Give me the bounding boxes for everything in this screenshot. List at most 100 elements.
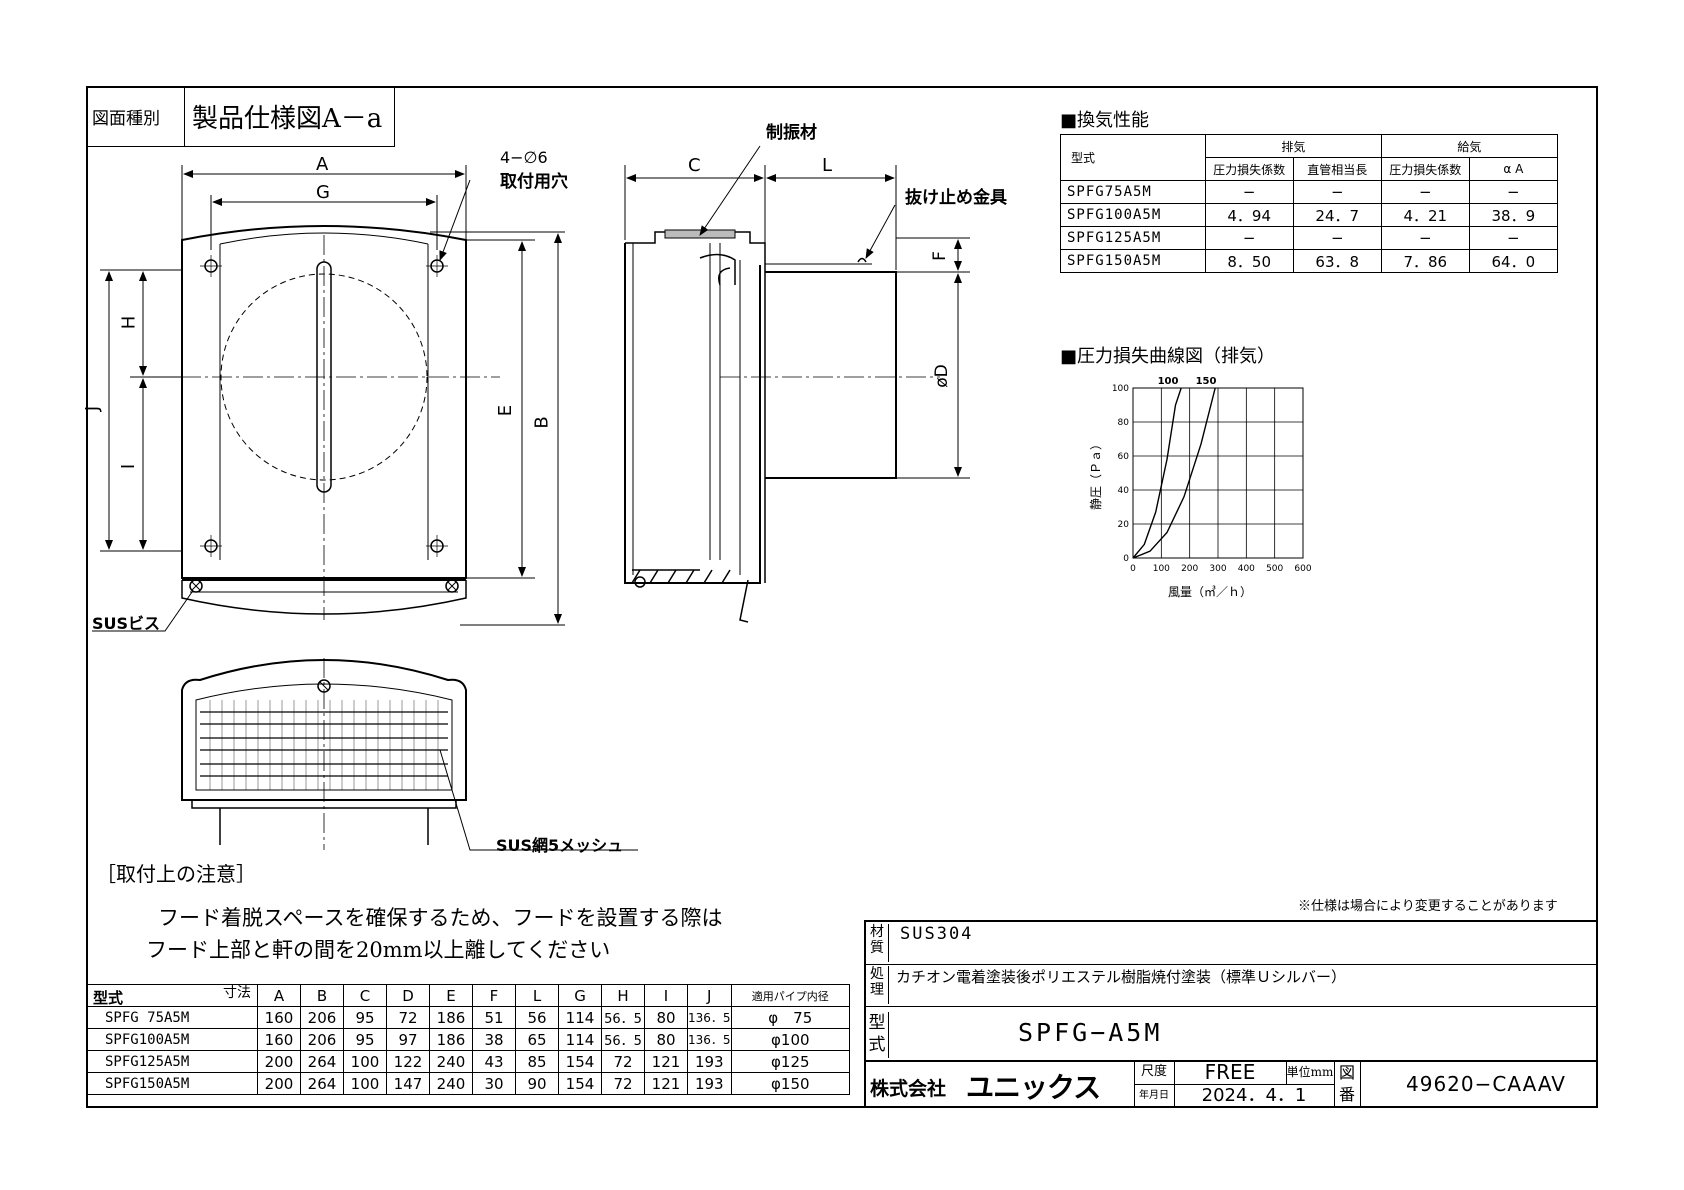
dims-cell: 200 <box>257 1050 301 1073</box>
drawing-type-value: 製品仕様図A－a <box>192 104 383 134</box>
perf-cell: − <box>1468 180 1559 204</box>
model-label: 型式 <box>866 1012 889 1058</box>
label-H: H <box>118 315 140 330</box>
company-cell: 株式会社 ユニックス <box>866 1060 1135 1108</box>
scale-label: 尺度 <box>1134 1060 1175 1085</box>
chart-y-tick: 60 <box>1118 452 1130 462</box>
chart-x-tick: 500 <box>1266 564 1283 574</box>
perf-cell: − <box>1380 226 1470 250</box>
front-view <box>92 165 565 632</box>
drawing-no-label: 図番 <box>1334 1062 1361 1108</box>
dims-cell: 154 <box>558 1072 602 1095</box>
label-A: A <box>316 154 329 175</box>
perf-cell: 4．94 <box>1204 203 1294 227</box>
dims-cell: SPFG100A5M <box>86 1028 258 1051</box>
dims-col-header: H <box>601 984 645 1007</box>
label-hole-count: 4−∅6 <box>500 148 548 167</box>
dims-cell: 206 <box>300 1006 344 1029</box>
chart-x-tick: 200 <box>1181 564 1198 574</box>
dims-cell: 147 <box>386 1072 430 1095</box>
label-E: E <box>495 404 517 417</box>
label-I: I <box>118 463 140 470</box>
chart-y-tick: 80 <box>1118 418 1130 428</box>
table-row: SPFG150A5M 8．50 63．8 7．86 64．0 <box>1060 249 1559 273</box>
table-row: SPFG100A5M 4．94 24．7 4．21 38．9 <box>1060 203 1559 227</box>
perf-cell: − <box>1380 180 1470 204</box>
chart-series <box>1132 387 1216 559</box>
date-label: 年月日 <box>1134 1084 1175 1108</box>
perf-cell: − <box>1468 226 1559 250</box>
dims-col-header: E <box>429 984 473 1007</box>
dims-cell: φ 75 <box>730 1006 851 1029</box>
company-prefix: 株式会社 <box>870 1078 947 1100</box>
series-150-label: 150 <box>1196 376 1217 387</box>
table-row: SPFG125A5M − − − − <box>1060 226 1559 250</box>
dims-cell: 100 <box>343 1072 387 1095</box>
company-logo: ユニックス <box>966 1071 1101 1104</box>
dims-cell: 65 <box>515 1028 559 1051</box>
perf-sub-header: 圧力損失係数 <box>1204 157 1294 181</box>
perf-cell: − <box>1292 180 1382 204</box>
dims-cell: 38 <box>472 1028 516 1051</box>
perf-cell: SPFG100A5M <box>1060 203 1206 227</box>
dims-cell: 100 <box>343 1050 387 1073</box>
finish-value: カチオン電着塗装後ポリエステル樹脂焼付塗装（標準Ｕシルバー） <box>896 968 1347 986</box>
dims-cell: 90 <box>515 1072 559 1095</box>
perf-group-supply: 給気 <box>1380 134 1559 158</box>
dims-cell: 51 <box>472 1006 516 1029</box>
label-L: L <box>822 155 833 176</box>
dims-cell: 264 <box>300 1050 344 1073</box>
dims-col-header: G <box>558 984 602 1007</box>
table-row: SPFG 75A5M 160 206 95 72 186 51 56 114 5… <box>86 1006 851 1029</box>
dims-cell: 136．5 <box>687 1006 732 1029</box>
dims-col-header: B <box>300 984 344 1007</box>
dims-corner-right: 寸法 <box>223 985 251 1001</box>
perf-cell: SPFG150A5M <box>1060 249 1206 273</box>
dims-cell: 95 <box>343 1028 387 1051</box>
unit-label: 単位mm <box>1286 1060 1335 1085</box>
perf-sub-header: α A <box>1468 157 1559 181</box>
dims-cell: 160 <box>257 1028 301 1051</box>
chart-x-tick: 300 <box>1209 564 1226 574</box>
perf-cell: SPFG125A5M <box>1060 226 1206 250</box>
chart-grid <box>1133 388 1303 558</box>
chart-x-tick: 0 <box>1130 564 1136 574</box>
dims-cell: 114 <box>558 1028 602 1051</box>
perf-cell: 4．21 <box>1380 203 1470 227</box>
spec-change-note: ※仕様は場合により変更することがあります <box>1298 899 1558 914</box>
dims-cell: 56 <box>515 1006 559 1029</box>
dims-cell: 186 <box>429 1028 473 1051</box>
perf-cell: 63．8 <box>1292 249 1382 273</box>
dims-cell: 43 <box>472 1050 516 1073</box>
performance-title: ■換気性能 <box>1060 110 1150 131</box>
perf-cell: − <box>1204 180 1294 204</box>
dimensions-table: 型式 寸法 A B C D E F L G H I J 適用パイプ内径 SPFG… <box>86 984 851 1095</box>
label-B: B <box>531 416 553 429</box>
drawing-frame <box>86 86 1598 1108</box>
chart-xlabel: 風量（㎥／ｈ） <box>1168 585 1252 599</box>
perf-cell: 24．7 <box>1292 203 1382 227</box>
label-J: J <box>82 405 104 412</box>
dims-col-header: A <box>257 984 301 1007</box>
perf-sub-header: 直管相当長 <box>1292 157 1382 181</box>
dims-corner: 型式 寸法 <box>86 984 258 1007</box>
label-G: G <box>316 182 330 203</box>
series-line-150 <box>1132 387 1216 559</box>
chart-x-tick: 100 <box>1153 564 1170 574</box>
drawing-no-value: 49620−CAAAV <box>1406 1072 1566 1096</box>
dims-cell: 56．5 <box>601 1006 645 1029</box>
perf-cell: 7．86 <box>1380 249 1470 273</box>
bottom-view <box>181 658 638 851</box>
label-C: C <box>688 155 701 176</box>
dims-col-header: C <box>343 984 387 1007</box>
dims-cell: 122 <box>386 1050 430 1073</box>
perf-cell: SPFG75A5M <box>1060 180 1206 204</box>
dims-cell: SPFG 75A5M <box>86 1006 258 1029</box>
dims-cell: 72 <box>601 1050 645 1073</box>
chart-ylabel: 静圧（Ｐａ） <box>1089 438 1103 510</box>
dims-cell: 186 <box>429 1006 473 1029</box>
chart-y-tick: 40 <box>1118 486 1130 496</box>
